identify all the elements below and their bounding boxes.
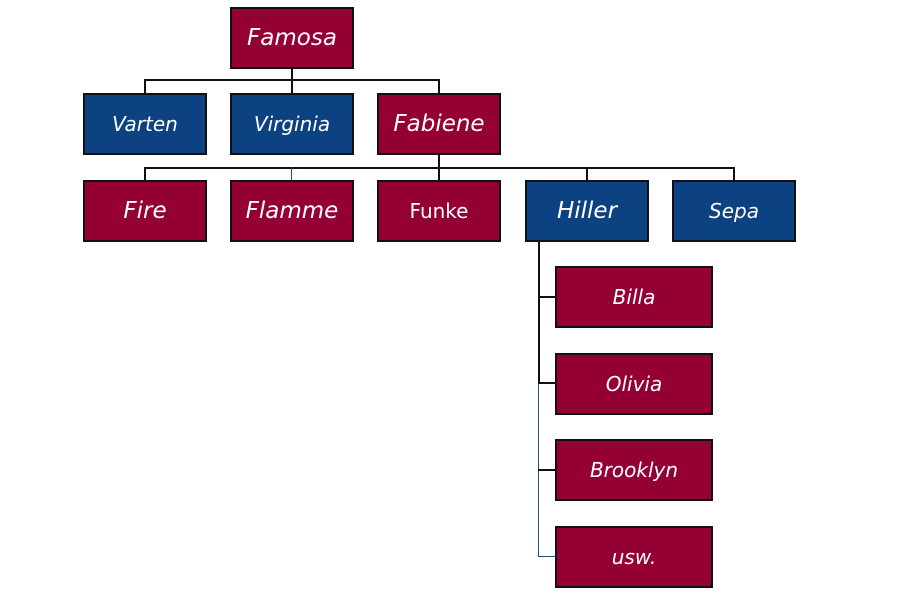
node-virginia: Virginia xyxy=(230,93,354,155)
connector-brooklyn-branch xyxy=(538,469,556,471)
node-usw: usw. xyxy=(555,526,713,588)
connector-fabiene-stem xyxy=(438,154,440,168)
connector-fabiene-drop xyxy=(438,79,440,94)
node-famosa: Famosa xyxy=(230,7,354,69)
node-brooklyn: Brooklyn xyxy=(555,439,713,501)
connector-olivia-branch xyxy=(538,382,556,384)
node-olivia: Olivia xyxy=(555,353,713,415)
connector-billa-branch xyxy=(538,296,556,298)
connector-flamme-drop xyxy=(291,167,292,181)
node-sepa: Sepa xyxy=(672,180,796,242)
node-funke: Funke xyxy=(377,180,501,242)
connector-hiller-drop xyxy=(586,167,588,181)
node-billa: Billa xyxy=(555,266,713,328)
node-varten: Varten xyxy=(83,93,207,155)
node-flamme: Flamme xyxy=(230,180,354,242)
connector-fire-drop xyxy=(144,167,146,181)
connector-root-stem xyxy=(291,68,293,80)
connector-varten-drop xyxy=(144,79,146,94)
node-hiller: Hiller xyxy=(525,180,649,242)
connector-sepa-drop xyxy=(733,167,735,181)
connector-funke-drop xyxy=(438,167,440,181)
connector-hiller-spine xyxy=(538,241,540,382)
node-fabiene: Fabiene xyxy=(377,93,501,155)
connector-usw-branch xyxy=(538,556,556,557)
node-fire: Fire xyxy=(83,180,207,242)
connector-virginia-drop xyxy=(291,79,293,94)
